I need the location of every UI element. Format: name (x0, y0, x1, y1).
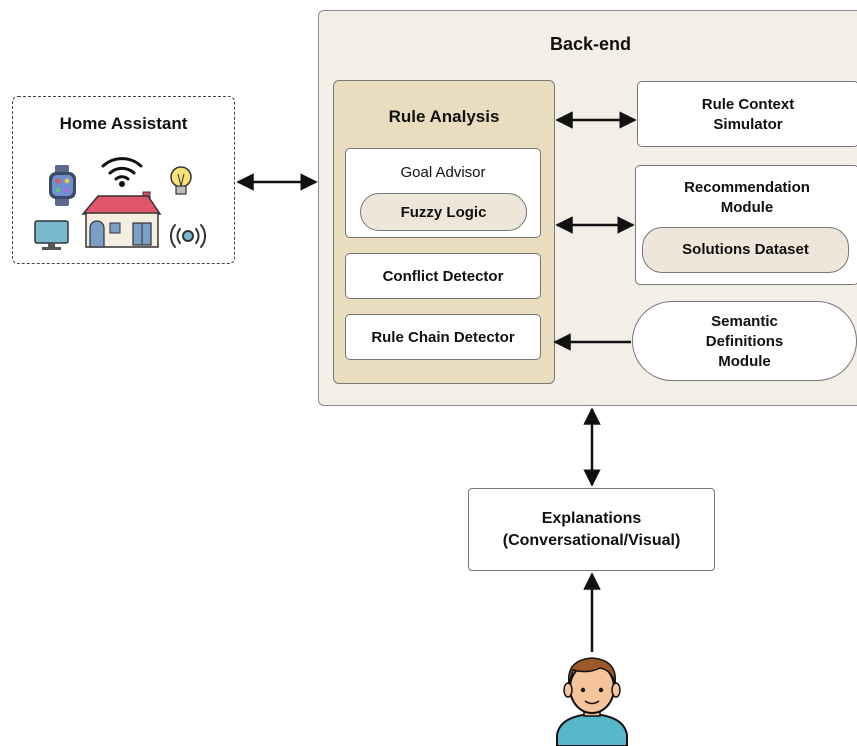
home-assistant-title: Home Assistant (59, 114, 188, 133)
conflict-detector-label: Conflict Detector (382, 268, 504, 285)
semantic-definitions-label: Semantic Definitions Module (632, 312, 857, 372)
rule-context-simulator-label: Rule Context Simulator (637, 95, 857, 135)
explanations-line2: (Conversational/Visual) (502, 532, 681, 549)
smartwatch-icon (49, 165, 76, 206)
fuzzy-logic-pill (360, 193, 527, 231)
backend-title: Back-end (549, 34, 632, 54)
user-icon (556, 657, 628, 746)
goal-advisor-label: Goal Advisor (400, 164, 486, 181)
recommendation-module-label: Recommendation Module (635, 178, 857, 218)
explanations-label: Explanations (Conversational/Visual) (468, 508, 715, 552)
solutions-dataset-pill (642, 227, 849, 273)
monitor-icon (34, 220, 69, 250)
simulator-line2: Simulator (713, 116, 783, 133)
semantic-definitions-box (632, 301, 857, 381)
signal-icon (170, 224, 206, 248)
semantic-line1: Semantic (711, 313, 778, 330)
recommendation-line1: Recommendation (684, 179, 810, 196)
solutions-dataset-label: Solutions Dataset (682, 241, 809, 258)
semantic-line2: Definitions (705, 333, 784, 350)
semantic-line3: Module (718, 353, 771, 370)
fuzzy-logic-label: Fuzzy Logic (400, 204, 487, 221)
house-icon (81, 191, 162, 248)
lightbulb-icon (170, 166, 192, 195)
rule-context-simulator-box (637, 81, 857, 147)
wifi-icon (101, 157, 143, 187)
simulator-line1: Rule Context (701, 96, 795, 113)
explanations-box (468, 488, 715, 571)
explanations-line1: Explanations (541, 510, 642, 527)
rule-chain-detector-label: Rule Chain Detector (371, 329, 515, 346)
recommendation-line2: Module (720, 199, 774, 216)
conflict-detector-box (345, 253, 541, 299)
rule-chain-detector-box (345, 314, 541, 360)
rule-analysis-title: Rule Analysis (388, 107, 500, 126)
